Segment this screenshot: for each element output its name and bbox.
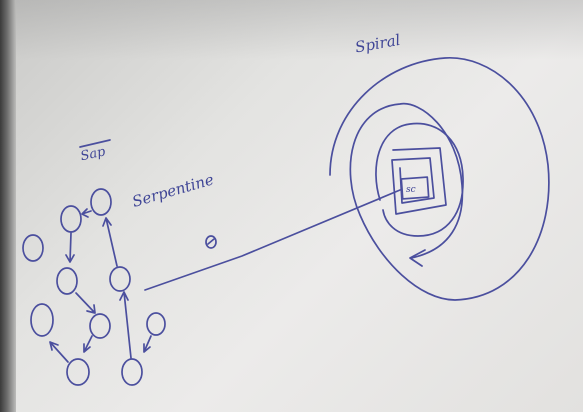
node-circle (22, 234, 44, 262)
lighting-gradient (0, 0, 583, 60)
arrow (81, 208, 92, 218)
serpentine-diagram (22, 188, 166, 386)
serpentine-title: Serpentine (130, 170, 216, 210)
node-circle (89, 313, 111, 339)
node-circle (66, 358, 90, 386)
arrow (49, 341, 69, 363)
arrow (143, 335, 152, 353)
scribble-label: Sap (79, 144, 107, 164)
node-circle (121, 358, 143, 386)
arrow (119, 291, 132, 359)
spiral-title: Spiral (354, 31, 402, 57)
arrow (65, 232, 75, 263)
serpentine-arrows (49, 208, 152, 363)
arrow (75, 292, 96, 314)
spiral-arrowhead (409, 249, 426, 267)
node-circle (146, 312, 166, 336)
arrow (83, 335, 93, 353)
spiral-center-box (400, 176, 430, 200)
spiral-center-label: sc (406, 185, 416, 195)
whiteboard-frame-edge (0, 0, 16, 412)
spiral-mid-square-2 (391, 147, 447, 215)
spiral-diagram: sc Spiral (329, 31, 550, 301)
connector-line (144, 189, 401, 291)
node-circle (30, 303, 54, 337)
node-circle (60, 205, 82, 233)
arrow (102, 217, 118, 267)
stray-mark (205, 235, 217, 249)
spiral-mid-square-1 (375, 122, 464, 237)
scribbled-word: Sap (79, 139, 111, 164)
node-circle (90, 188, 112, 216)
node-circle (56, 267, 78, 295)
node-circle (109, 266, 131, 292)
spiral-outer-loop (329, 57, 550, 301)
